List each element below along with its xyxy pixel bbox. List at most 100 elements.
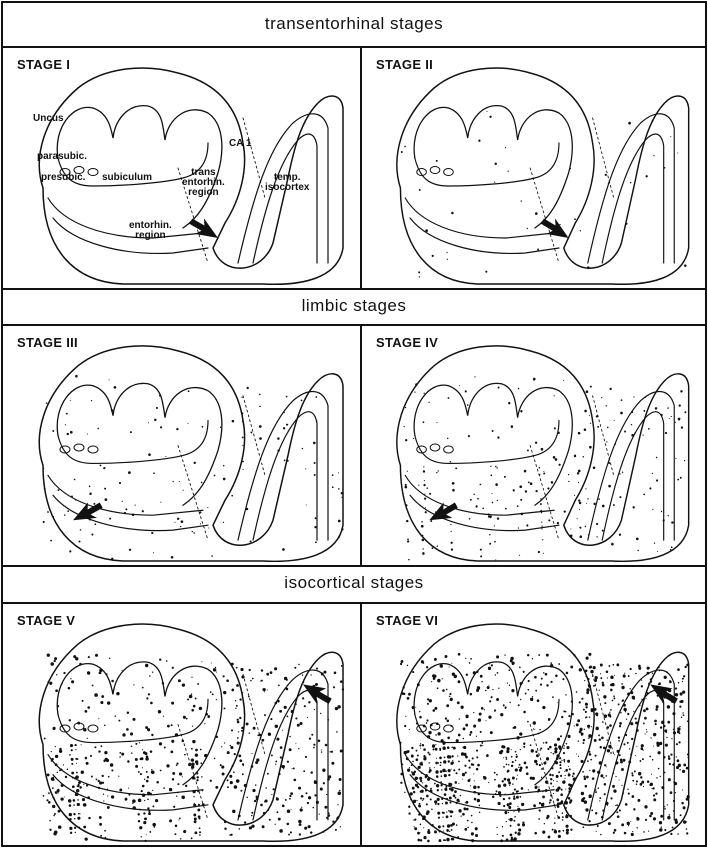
stipple-dot — [428, 771, 430, 773]
stipple-dot — [521, 787, 524, 790]
stipple-dot — [75, 832, 76, 833]
stipple-dot — [428, 731, 431, 734]
stipple-dot — [565, 769, 568, 772]
stipple-dot — [475, 834, 478, 837]
stipple-dot — [194, 831, 197, 834]
stipple-dot — [179, 818, 181, 820]
stipple-dot — [661, 692, 662, 693]
section-outline — [39, 624, 343, 841]
stipple-dot — [534, 676, 537, 679]
stipple-dot — [508, 797, 510, 799]
stipple-dot — [44, 738, 46, 740]
stipple-dot — [579, 668, 582, 671]
stipple-dot — [177, 518, 179, 520]
stipple-dot — [94, 746, 96, 748]
stipple-dot — [247, 387, 249, 389]
stipple-dot — [510, 839, 513, 842]
stipple-dot — [103, 800, 104, 801]
stipple-dot — [271, 754, 273, 756]
stipple-dot — [278, 818, 281, 821]
stipple-dot — [500, 713, 503, 716]
stipple-dot — [517, 832, 520, 835]
stipple-dot — [142, 767, 143, 768]
stipple-dot — [314, 474, 316, 476]
stipple-dot — [111, 558, 113, 560]
stipple-dot — [249, 669, 251, 671]
stipple-dot — [440, 664, 443, 668]
stipple-dot — [469, 734, 471, 736]
stipple-dot — [458, 734, 461, 737]
stipple-dot — [223, 691, 226, 694]
stipple-dot — [661, 786, 664, 789]
stipple-dot — [148, 453, 151, 456]
stipple-dot — [301, 795, 304, 798]
stipple-dot — [268, 733, 271, 736]
stipple-dot — [490, 466, 491, 467]
stipple-dot — [445, 655, 448, 658]
stipple-dot — [524, 470, 526, 473]
stipple-dot — [554, 427, 556, 429]
stipple-dot — [277, 700, 280, 703]
stipple-dot — [545, 780, 548, 783]
stipple-dot — [497, 436, 499, 438]
stipple-dot — [558, 771, 560, 773]
stipple-dot — [650, 783, 653, 786]
stipple-dot — [626, 719, 627, 720]
stipple-dot — [677, 479, 679, 481]
stipple-dot — [515, 760, 516, 762]
stipple-dot — [308, 825, 311, 828]
stipple-dot — [422, 539, 425, 542]
stipple-dot — [425, 507, 426, 508]
stipple-dot — [316, 801, 319, 804]
stipple-dot — [314, 781, 317, 784]
stipple-dot — [558, 835, 561, 838]
stipple-dot — [498, 688, 499, 689]
stipple-dot — [518, 811, 520, 813]
stipple-dot — [588, 728, 589, 729]
stipple-dot — [663, 756, 665, 759]
stipple-dot — [587, 498, 588, 499]
stipple-dot — [289, 736, 290, 737]
stipple-dot — [403, 693, 405, 696]
stipple-dot — [664, 696, 666, 699]
stipple-dot — [586, 688, 589, 691]
stipple-dot — [446, 829, 449, 832]
stipple-dot — [230, 781, 233, 784]
stipple-dot — [446, 812, 447, 813]
stipple-dot — [276, 798, 279, 801]
stipple-dot — [425, 785, 428, 788]
stipple-dot — [47, 511, 49, 513]
stipple-dot — [624, 832, 627, 835]
stage-label: STAGE IV — [376, 335, 438, 350]
stipple-dot — [559, 224, 560, 225]
stipple-dot — [619, 754, 621, 756]
stipple-dot — [677, 668, 680, 671]
stipple-dot — [616, 804, 618, 806]
stipple-dot — [447, 259, 448, 260]
stipple-dot — [278, 773, 280, 775]
stipple-dot — [443, 839, 445, 841]
stipple-dot — [664, 772, 666, 774]
stipple-dot — [441, 739, 444, 742]
stipple-dot — [456, 802, 458, 804]
stipple-dot — [486, 720, 487, 721]
stipple-dot — [655, 407, 657, 410]
stipple-dot — [89, 493, 91, 495]
stipple-dot — [540, 510, 542, 512]
stipple-dot — [624, 673, 625, 674]
stipple-dot — [663, 519, 665, 521]
stipple-dot — [132, 718, 135, 721]
stipple-dot — [305, 468, 306, 469]
stipple-dot — [152, 790, 153, 791]
stipple-dot — [99, 672, 102, 675]
stipple-dot — [287, 809, 291, 813]
stipple-dot — [472, 757, 474, 759]
stipple-dot — [411, 771, 413, 773]
stipple-dot — [292, 768, 293, 769]
stipple-dot — [673, 810, 675, 812]
stipple-dot — [653, 798, 656, 801]
stipple-dot — [480, 555, 482, 557]
stipple-dot — [306, 505, 307, 506]
stipple-dot — [675, 820, 678, 823]
stipple-dot — [496, 698, 499, 701]
